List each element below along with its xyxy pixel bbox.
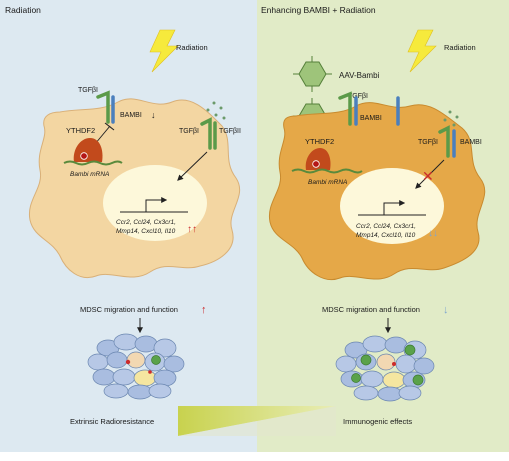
aav-label: AAV-Bambi (339, 71, 380, 80)
right-ligand-dot (443, 118, 447, 122)
left-genes-line1: Ccr2, Ccl24, Cx3cr1, (116, 219, 176, 226)
left-tumor-cluster (87, 333, 185, 400)
right-tgfb1-receptor-2 (438, 125, 450, 158)
right-lightning-icon (407, 29, 437, 73)
left-tgfb1-receptor (96, 90, 110, 124)
right-ligand-dot (455, 115, 459, 119)
bottom-right-label: Immunogenic effects (343, 417, 412, 426)
gradient-wedge-upper (178, 406, 336, 436)
right-ligand-dot (448, 110, 452, 114)
left-inhibit-bar (104, 122, 115, 131)
left-bambi-label: BAMBI (120, 112, 142, 119)
right-mrna-label: Bambi mRNA (308, 179, 347, 186)
right-block-mark: ✕ (422, 169, 434, 185)
bottom-left-label: Extrinsic Radioresistance (70, 417, 154, 426)
left-mdsc-text: MDSC migration and function (80, 305, 178, 314)
left-ligand-dot (214, 113, 218, 117)
left-ligand-dot (219, 106, 223, 110)
right-mdsc-down-arrow: ↓ (443, 304, 449, 316)
right-tss-arrow (383, 200, 406, 215)
left-ligand-dot (206, 108, 210, 112)
left-panel-title: Radiation (5, 5, 41, 15)
right-bambi-label-2: BAMBI (460, 139, 482, 146)
right-ligand-dot (452, 123, 456, 127)
right-tumor-cluster (335, 335, 435, 402)
right-genes-line1: Ccr2, Ccl24, Cx3cr1, (356, 223, 416, 230)
right-tgfb1-receptor (338, 91, 352, 126)
right-m6a-dot (312, 160, 320, 168)
left-ligand-dot (222, 116, 226, 120)
left-radiation-label: Radiation (176, 43, 208, 52)
left-m6a-dot (80, 152, 88, 160)
right-ythdf2-label: YTHDF2 (305, 137, 334, 146)
left-mrna-label: Bambi mRNA (70, 171, 109, 178)
left-tgfb2-label: TGFβII (219, 128, 241, 135)
left-tss-arrow (145, 197, 168, 212)
right-tgfb1-label-2: TGFβI (418, 139, 438, 146)
right-mdsc-text: MDSC migration and function (322, 305, 420, 314)
left-genes-up-arrows: ↑↑ (187, 224, 197, 235)
right-genes-down-arrows: ↓↓ (428, 228, 438, 239)
right-bambi-label: BAMBI (360, 115, 382, 122)
right-ythdf2-protein (305, 148, 331, 170)
right-signal-arrow (415, 159, 445, 189)
left-nucleus (103, 165, 207, 241)
left-signal-arrow (177, 151, 208, 181)
left-mdsc-up-arrow: ↑ (201, 304, 207, 316)
right-radiation-label: Radiation (444, 43, 476, 52)
right-genes-line2: Mmp14, Cxcl10, Il10 (356, 232, 416, 239)
left-tgfb1-receptor-2 (200, 117, 212, 150)
left-lightning-icon (149, 29, 179, 73)
right-mrna-strand (291, 168, 363, 174)
left-ligand-dot (212, 101, 216, 105)
left-ythdf2-label: YTHDF2 (66, 126, 95, 135)
left-tgfb1-label-2: TGFβI (179, 128, 199, 135)
left-mrna-strand (63, 160, 123, 166)
right-panel-title: Enhancing BAMBI + Radiation (261, 5, 376, 15)
right-tgfb1-label: TGFβI (348, 93, 368, 100)
left-tgfb1-label: TGFβI (78, 87, 98, 94)
left-bambi-down-arrow: ↓ (151, 110, 156, 120)
left-genes-line2: Mmp14, Cxcl10, Il10 (116, 228, 176, 235)
